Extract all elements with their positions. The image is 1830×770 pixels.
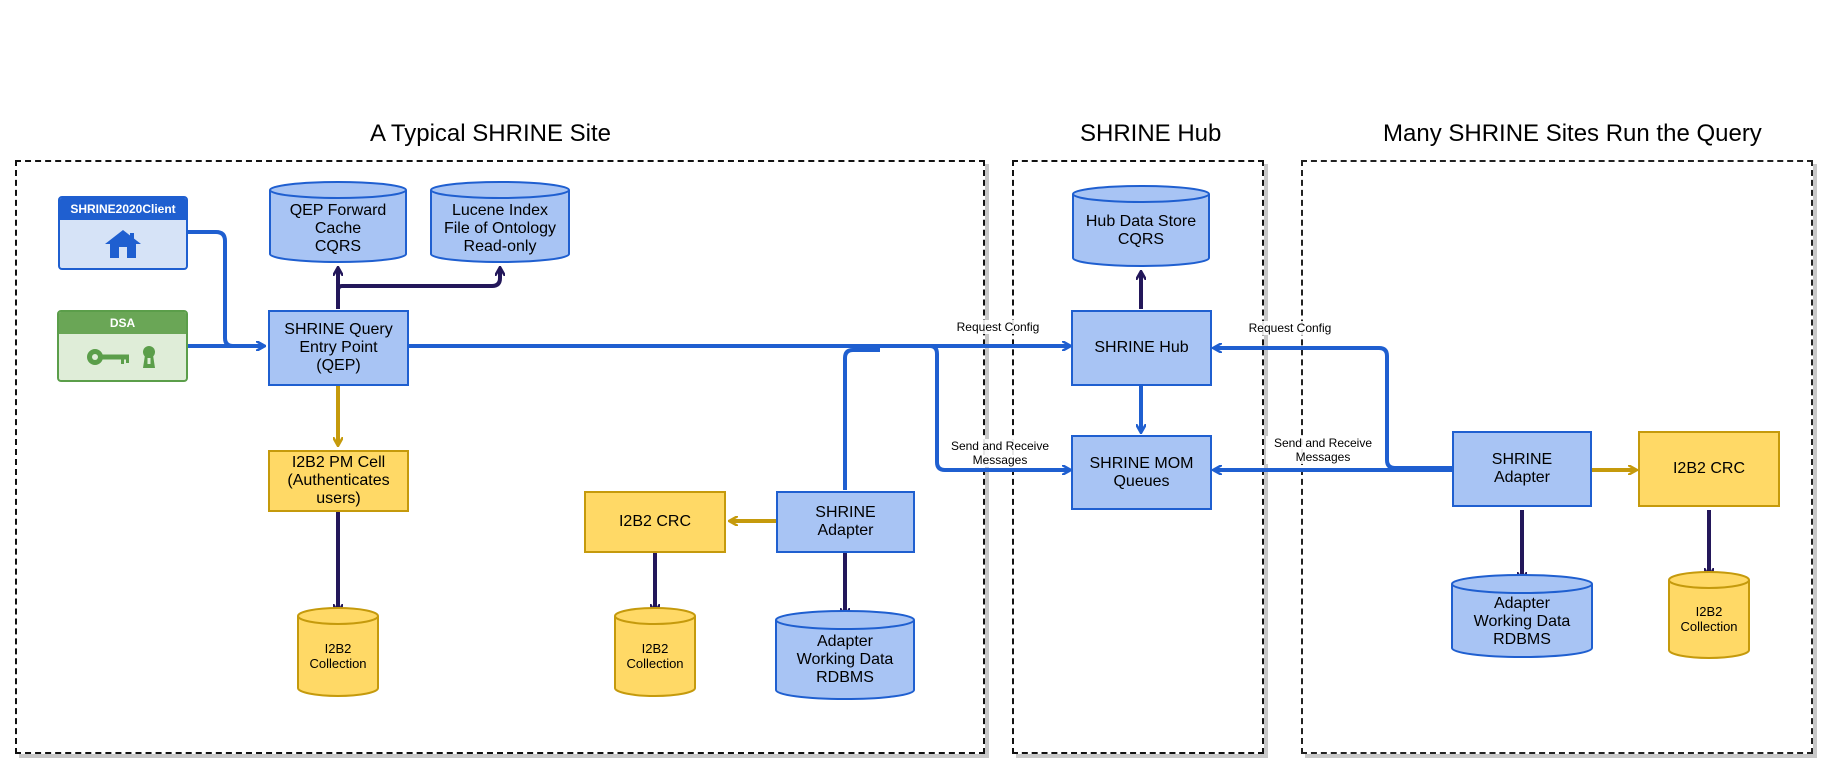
lucene-label: Lucene Index File of Ontology Read-only <box>443 202 557 255</box>
cylinder-pm-collection <box>297 607 379 697</box>
shrine2020-client-card: SHRINE2020Client <box>58 196 188 270</box>
edge-qep-to-lucene <box>336 268 500 296</box>
key-lock-icon <box>86 346 155 368</box>
edge-site-adapter-to-hub <box>843 348 880 490</box>
region-title-site: A Typical SHRINE Site <box>370 120 611 147</box>
mom-queues-node: SHRINE MOM Queues <box>1071 435 1212 510</box>
site-crc-collection-label: I2B2 Collection <box>626 641 684 671</box>
site-adapter-node: SHRINE Adapter <box>776 491 915 553</box>
edge-label-send-receive-left: Send and Receive Messages <box>943 439 1057 467</box>
edge-remote-adapter-to-hub <box>1214 348 1452 470</box>
pm-collection-label: I2B2 Collection <box>309 641 367 671</box>
cylinder-site-crc-collection <box>614 607 696 697</box>
remote-collection-label: I2B2 Collection <box>1680 604 1738 634</box>
cylinder-hub-store <box>1072 185 1210 267</box>
qep-cache-label: QEP Forward Cache CQRS <box>289 202 387 255</box>
dsa-client-card: DSA <box>57 310 188 382</box>
region-title-many: Many SHRINE Sites Run the Query <box>1383 120 1762 147</box>
house-icon <box>105 230 141 258</box>
hub-store-label: Hub Data Store CQRS <box>1085 213 1197 248</box>
cylinder-remote-collection <box>1668 571 1750 659</box>
cylinder-remote-adapter-db <box>1451 574 1593 658</box>
edge-label-send-receive-right: Send and Receive Messages <box>1266 436 1380 464</box>
shrine2020-client-label: SHRINE2020Client <box>60 198 186 220</box>
edge-label-request-config-right: Request Config <box>1238 321 1342 335</box>
region-title-hub: SHRINE Hub <box>1080 120 1222 147</box>
site-adapter-db-label: Adapter Working Data RDBMS <box>796 633 894 686</box>
dsa-client-label: DSA <box>59 312 186 334</box>
remote-adapter-db-label: Adapter Working Data RDBMS <box>1473 595 1571 648</box>
edge-shrine2020-to-qep <box>188 230 264 346</box>
cylinder-site-adapter-db <box>775 610 915 700</box>
remote-adapter-node: SHRINE Adapter <box>1452 431 1592 507</box>
cylinder-qep-cache <box>269 181 407 263</box>
cylinder-lucene <box>430 181 570 263</box>
edge-label-request-config-left: Request Config <box>946 320 1050 334</box>
pm-cell-node: I2B2 PM Cell (Authenticates users) <box>268 450 409 512</box>
site-crc-node: I2B2 CRC <box>584 491 726 553</box>
edge-qep-to-mom <box>929 344 1070 470</box>
remote-crc-node: I2B2 CRC <box>1638 431 1780 507</box>
shrine-hub-node: SHRINE Hub <box>1071 310 1212 386</box>
qep-node: SHRINE Query Entry Point (QEP) <box>268 310 409 386</box>
